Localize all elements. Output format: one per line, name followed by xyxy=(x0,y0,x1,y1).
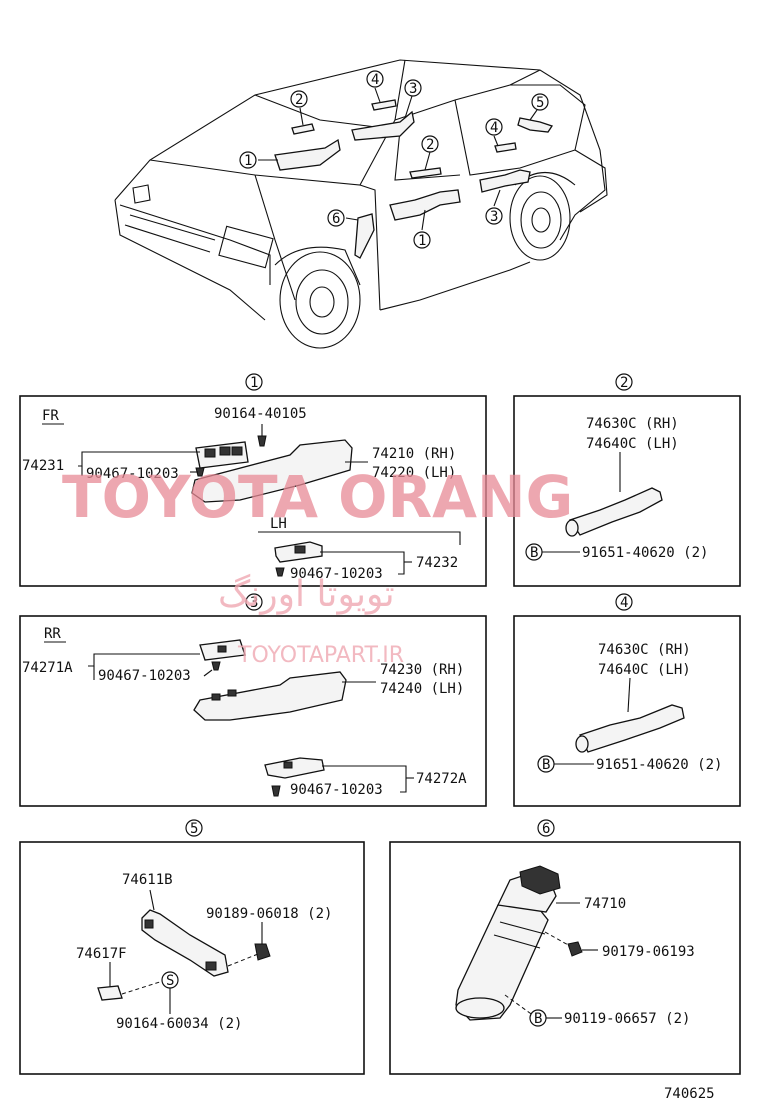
section-number: 1 xyxy=(250,375,258,391)
marker-text: 6 xyxy=(332,211,340,227)
watermark-site: TOYOTAPART.IR xyxy=(237,643,404,668)
marker-text: 3 xyxy=(490,209,498,225)
cap-shape xyxy=(97,985,123,1001)
section-6: 6 74710 90179-06193 B 90119-06657 (2) xyxy=(389,819,741,1075)
part-nut: 90179-06193 xyxy=(602,944,695,960)
section-number: 4 xyxy=(620,595,628,611)
part-base2: 74272A xyxy=(416,771,467,787)
watermark-persian: تویوتا اورنگ xyxy=(218,573,395,615)
marker-6: 6 xyxy=(327,209,345,227)
section-4: 4 74630C (RH) 74640C (LH) B 91651-40620 … xyxy=(513,593,741,807)
part-cap: 74617F xyxy=(76,946,127,962)
part-screw: 90119-06657 (2) xyxy=(564,1011,690,1027)
section-3: 3 RR 74271A 90467-10203 74230 (RH) 74240… xyxy=(19,593,487,807)
marker-b: B xyxy=(534,1011,542,1027)
part-base: 74271A xyxy=(22,660,73,676)
part-bolt: 90189-06018 (2) xyxy=(206,906,332,922)
assist-grip-shape xyxy=(141,909,229,977)
marker-3-rear: 3 xyxy=(485,207,503,225)
part-armrest-rh: 74230 (RH) xyxy=(380,662,464,678)
bolt-shape xyxy=(254,943,271,961)
section-2: 2 74630C (RH) 74640C (LH) B 91651-40620 … xyxy=(513,373,741,587)
overview-markers: 1 2 3 4 2 4 5 3 1 6 xyxy=(239,70,549,249)
part-clip-1: 90467-10203 xyxy=(86,466,179,482)
part-grip-lh: 74640C (LH) xyxy=(598,662,691,678)
fr-label: FR xyxy=(42,408,59,424)
section-5: 5 74611B 90189-06018 (2) 74617F S 90164-… xyxy=(19,819,365,1075)
marker-1-front: 1 xyxy=(239,151,257,169)
part-screw: 91651-40620 (2) xyxy=(596,757,722,773)
part-screw: 90164-40105 xyxy=(214,406,307,422)
marker-1-rear: 1 xyxy=(413,231,431,249)
marker-5-rear: 5 xyxy=(531,93,549,111)
part-armrest-lh: 74240 (LH) xyxy=(380,681,464,697)
rear-armrest-shape xyxy=(193,671,347,721)
part-armrest-rh: 74210 (RH) xyxy=(372,446,456,462)
section-number: 3 xyxy=(250,595,258,611)
marker-text: 5 xyxy=(536,95,544,111)
part-clip-2: 90467-10203 xyxy=(290,782,383,798)
marker-2-front: 2 xyxy=(290,90,308,108)
marker-text: 1 xyxy=(418,233,426,249)
part-grip: 74611B xyxy=(122,872,173,888)
marker-2-middle: 2 xyxy=(421,135,439,153)
section-number: 5 xyxy=(190,821,198,837)
part-clip-1: 90467-10203 xyxy=(98,668,191,684)
marker-4-top: 4 xyxy=(366,70,384,88)
marker-b: B xyxy=(530,545,538,561)
lh-label: LH xyxy=(270,516,287,532)
grip-shape xyxy=(568,487,663,536)
marker-3-top: 3 xyxy=(404,79,422,97)
part-grip-lh: 74640C (LH) xyxy=(586,436,679,452)
marker-b: B xyxy=(542,757,550,773)
marker-text: 3 xyxy=(409,81,417,97)
part-grip-rh: 74630C (RH) xyxy=(598,642,691,658)
section-1: 1 FR 90164-40105 74210 (RH) 74220 (LH) 7… xyxy=(19,373,487,587)
diagram-code: 740625 xyxy=(664,1086,715,1102)
part-assist: 74710 xyxy=(584,896,626,912)
front-armrest-shape xyxy=(191,439,353,503)
marker-text: 1 xyxy=(244,153,252,169)
section-number: 6 xyxy=(542,821,550,837)
marker-text: 4 xyxy=(490,120,498,136)
screw-shape xyxy=(257,435,267,447)
part-clip-2: 90467-10203 xyxy=(290,566,383,582)
part-armrest-lh: 74220 (LH) xyxy=(372,465,456,481)
section-number: 2 xyxy=(620,375,628,391)
part-screw: 91651-40620 (2) xyxy=(582,545,708,561)
part-screw: 90164-60034 (2) xyxy=(116,1016,242,1032)
marker-text: 2 xyxy=(426,137,434,153)
part-grip-rh: 74630C (RH) xyxy=(586,416,679,432)
marker-4-rear: 4 xyxy=(485,118,503,136)
watermark-main: TOYOTA ORANG xyxy=(62,463,573,531)
grip-shape xyxy=(579,704,685,753)
part-switch-base: 74231 xyxy=(22,458,64,474)
marker-s: S xyxy=(166,973,174,989)
rear-switch-base2-shape xyxy=(264,757,325,779)
rr-label: RR xyxy=(44,626,61,642)
marker-text: 2 xyxy=(295,92,303,108)
part-switch-base-lh: 74232 xyxy=(416,555,458,571)
marker-text: 4 xyxy=(371,72,379,88)
nut-shape xyxy=(567,941,583,957)
assist-clip-shape xyxy=(519,865,561,895)
vehicle-illustration xyxy=(114,59,608,349)
